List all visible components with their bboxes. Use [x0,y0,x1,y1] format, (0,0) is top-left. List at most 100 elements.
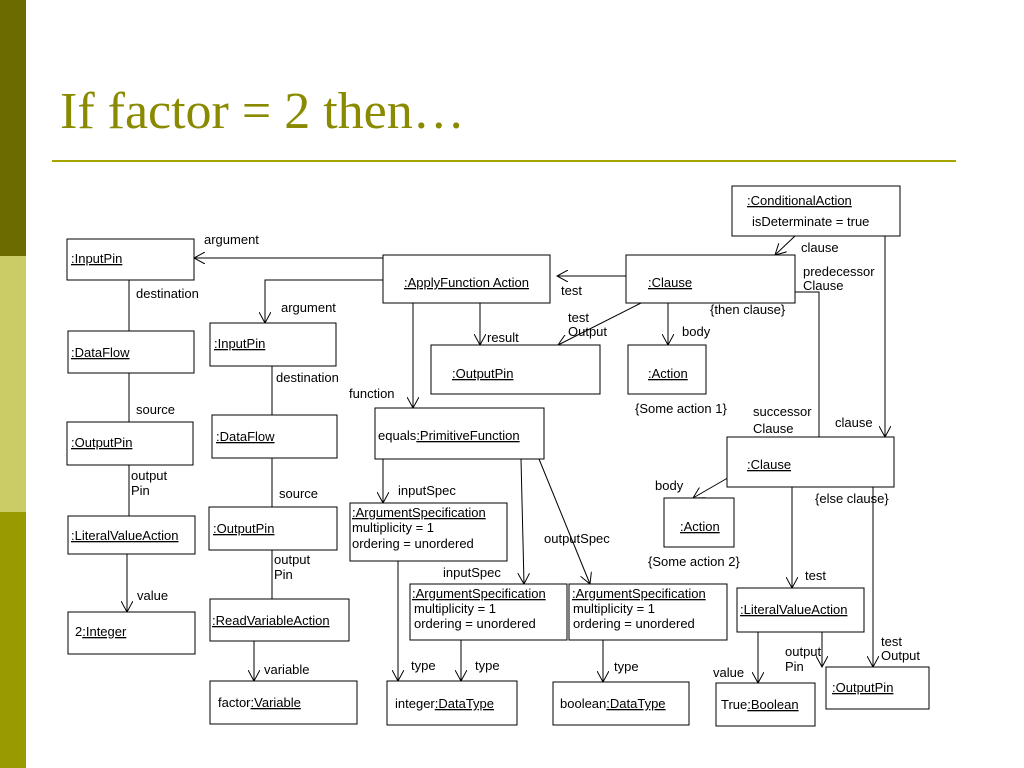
node-output-pin-2: :OutputPin [208,506,338,551]
node-name: :ConditionalAction [747,193,852,208]
label-source: source [136,402,175,417]
node-name: :OutputPin [71,435,132,450]
edge-clause-to-resultpin [558,302,642,345]
node-integer-literal: 2:Integer [67,611,196,655]
sidebar-band-bottom [0,512,26,768]
label-clause: clause [835,415,873,430]
slide-title: If factor = 2 then… [60,83,465,140]
node-read-variable-action: :ReadVariableAction [209,598,350,642]
label-predecessor-clause: Clause [803,278,843,293]
node-name: equals:PrimitiveFunction [378,428,520,443]
node-type: :DataType [606,696,665,711]
node-prefix: equals [378,428,417,443]
node-attribute: ordering = unordered [352,536,474,551]
node-name: :ArgumentSpecification [352,505,486,520]
label-argument: argument [281,300,336,315]
node-name: :InputPin [71,251,122,266]
node-data-flow-1: :DataFlow [67,330,195,374]
node-name: :LiteralValueAction [71,528,178,543]
node-boolean-literal: True:Boolean [715,682,816,727]
label-clause: clause [801,240,839,255]
node-prefix: boolean [560,696,606,711]
node-argument-specification-1: :ArgumentSpecification multiplicity = 1 … [349,502,508,562]
node-name: True:Boolean [721,697,799,712]
node-literal-value-action-1: :LiteralValueAction [67,515,196,555]
node-name: :OutputPin [452,366,513,381]
label-type: type [614,659,639,674]
label-input-spec: inputSpec [398,483,456,498]
node-input-pin-2: :InputPin [209,322,337,367]
node-variable: factor:Variable [209,680,358,725]
title-divider [52,160,956,162]
node-input-pin-1: :InputPin [66,238,195,281]
node-data-flow-2: :DataFlow [211,414,338,459]
node-output-pin-test: :OutputPin [825,666,930,710]
label-test: test [561,283,582,298]
node-clause-then: :Clause [625,254,796,304]
node-name: factor:Variable [218,695,301,710]
node-attribute: isDeterminate = true [752,214,869,229]
node-boolean-datatype: boolean:DataType [552,681,690,726]
node-name: :ArgumentSpecification [572,586,706,601]
label-result: result [487,330,519,345]
node-name: 2:Integer [75,624,127,639]
node-action-2: :Action [663,497,735,548]
node-type: :DataType [435,696,494,711]
node-primitive-function: equals:PrimitiveFunction [374,407,545,460]
sidebar-band-middle [0,256,26,512]
edge-function-to-argspec2 [521,458,524,584]
node-type: :Boolean [747,697,798,712]
node-name: :Clause [747,457,791,472]
node-name: :ApplyFunction Action [404,275,529,290]
node-name: :InputPin [214,336,265,351]
node-name: :OutputPin [832,680,893,695]
node-name: :ArgumentSpecification [412,586,546,601]
node-argument-specification-2: :ArgumentSpecification multiplicity = 1 … [409,583,568,641]
node-integer-datatype: integer:DataType [386,680,518,726]
node-type: :Variable [251,695,301,710]
node-action-1: :Action [627,344,707,395]
label-value: value [137,588,168,603]
edge-conditional-to-thenclause [775,235,796,255]
node-name: boolean:DataType [560,696,666,711]
label-test-output: Output [881,648,920,663]
sidebar-band-top [0,0,26,256]
edge-apply-to-inputpin2 [265,279,383,323]
label-function: function [349,386,395,401]
node-name: :DataFlow [216,429,275,444]
edge-predecessor-successor [795,291,820,437]
node-prefix: 2 [75,624,82,639]
label-test-output: Output [568,324,607,339]
label-output-spec: outputSpec [544,531,610,546]
label-test-output: test [568,310,589,325]
edge-labels: argument destination argument source des… [131,232,920,680]
label-then-clause: {then clause} [710,302,786,317]
label-output-pin: output [785,644,822,659]
node-conditional-action: :ConditionalAction isDeterminate = true [731,185,901,237]
label-some-action-2: {Some action 2} [648,554,740,569]
label-some-action-1: {Some action 1} [635,401,727,416]
node-name: :DataFlow [71,345,130,360]
node-prefix: True [721,697,747,712]
node-name: :Action [648,366,688,381]
label-output-pin: output [131,468,168,483]
label-successor-clause: Clause [753,421,793,436]
label-type: type [475,658,500,673]
node-prefix: integer [395,696,435,711]
label-predecessor-clause: predecessor [803,264,875,279]
label-output-pin: Pin [785,659,804,674]
label-source: source [279,486,318,501]
node-attribute: ordering = unordered [414,616,536,631]
node-name: integer:DataType [395,696,494,711]
label-output-pin: Pin [274,567,293,582]
label-output-pin: Pin [131,483,150,498]
slide-sidebar [0,0,26,768]
node-output-pin-result: :OutputPin [430,344,601,395]
label-variable: variable [264,662,310,677]
node-name: :OutputPin [213,521,274,536]
node-literal-value-action-2: :LiteralValueAction [736,587,865,633]
edge-function-to-argspec3 [538,458,590,584]
node-prefix: factor [218,695,251,710]
label-body: body [655,478,684,493]
